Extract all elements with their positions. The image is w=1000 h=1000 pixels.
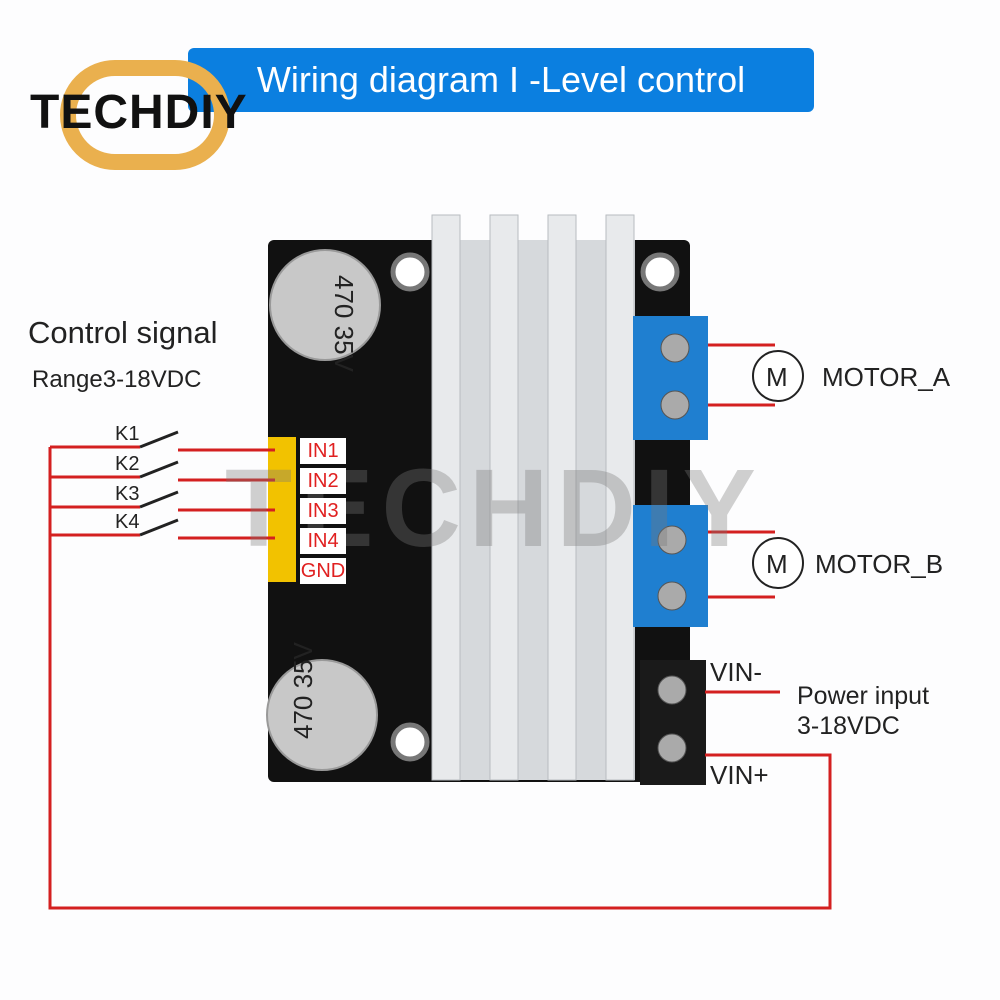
heatsink bbox=[432, 240, 635, 780]
switch-k3: K3 bbox=[115, 483, 140, 505]
capacitor-top bbox=[269, 249, 381, 361]
svg-text:470 35V: 470 35V bbox=[288, 641, 318, 739]
title-banner: Wiring diagram I -Level control bbox=[188, 48, 814, 112]
power-input-range: 3-18VDC bbox=[797, 712, 900, 740]
motor-a-symbol: M bbox=[766, 362, 788, 392]
mount-hole bbox=[390, 722, 430, 762]
control-signal-title: Control signal bbox=[28, 315, 218, 350]
pin-in2: IN2 bbox=[300, 468, 346, 494]
motor-b-symbol: M bbox=[766, 549, 788, 579]
capacitor-bottom bbox=[266, 659, 378, 771]
switch-k4: K4 bbox=[115, 511, 140, 533]
wire-ground-loop bbox=[48, 447, 832, 910]
mount-hole bbox=[640, 252, 680, 292]
pin-in3: IN3 bbox=[300, 498, 346, 524]
svg-text:470 35V: 470 35V bbox=[329, 275, 359, 373]
vin-plus-label: VIN+ bbox=[710, 760, 769, 790]
switch-k2: K2 bbox=[115, 453, 140, 475]
vin-minus-label: VIN- bbox=[710, 657, 762, 687]
pin-in1: IN1 bbox=[300, 438, 346, 464]
pin-in4: IN4 bbox=[300, 528, 346, 554]
logo: TECHDIY bbox=[30, 86, 248, 139]
switch-k1: K1 bbox=[115, 423, 140, 445]
mount-hole bbox=[390, 252, 430, 292]
banner-title: Wiring diagram I -Level control bbox=[256, 59, 746, 100]
motor-b-label: MOTOR_B bbox=[815, 549, 944, 579]
motor-a-label: MOTOR_A bbox=[822, 362, 951, 392]
power-input-label: Power input bbox=[797, 682, 930, 710]
control-signal-range: Range3-18VDC bbox=[32, 366, 202, 393]
motor-b-icon bbox=[752, 537, 804, 589]
motor-a-icon bbox=[752, 350, 804, 402]
pin-gnd: GND bbox=[300, 558, 346, 584]
